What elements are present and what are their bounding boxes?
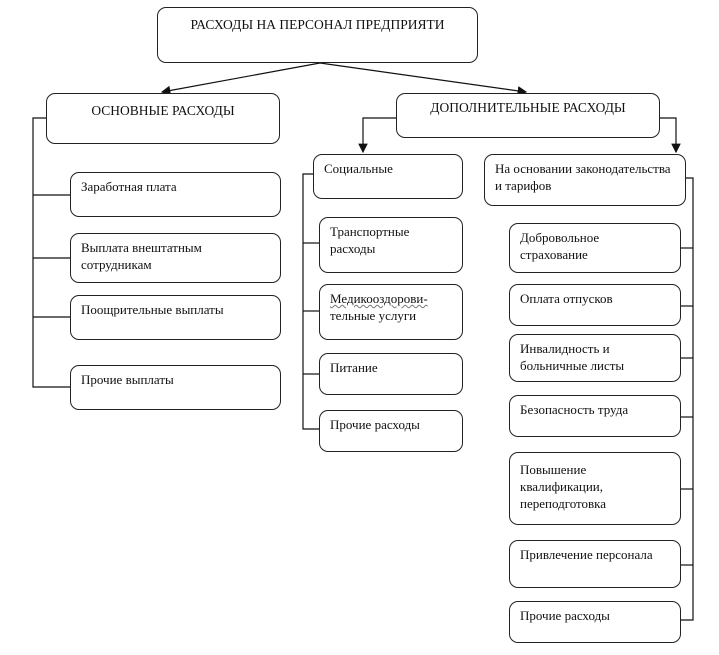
social-item-line: тельные услуги [330,308,417,323]
social-item: Медикооздорови-тельные услуги [319,284,463,340]
additional-expenses-node: ДОПОЛНИТЕЛЬНЫЕ РАСХОДЫ [396,93,660,138]
basic-item: Заработная плата [70,172,281,217]
social-item: Питание [319,353,463,395]
legal-item: Повышение квалификации, переподготовка [509,452,681,525]
legal-item: Оплата отпусков [509,284,681,326]
legal-item: Инвалидность и больничные листы [509,334,681,382]
social-item-line: Медикооздорови- [330,291,428,306]
legal-item: Прочие расходы [509,601,681,643]
legal-item: Добровольное страхование [509,223,681,273]
legal-item: Привлечение персонала [509,540,681,588]
root-node: РАСХОДЫ НА ПЕРСОНАЛ ПРЕДПРИЯТИ [157,7,478,63]
basic-item: Прочие выплаты [70,365,281,410]
basic-item: Поощрительные выплаты [70,295,281,340]
basic-expenses-node: ОСНОВНЫЕ РАСХОДЫ [46,93,280,144]
legal-item: Безопасность труда [509,395,681,437]
social-item: Транспортные расходы [319,217,463,273]
basic-item: Выплата внештатным сотрудникам [70,233,281,283]
social-item: Прочие расходы [319,410,463,452]
social-node: Социальные [313,154,463,199]
legal-node: На основании законодательства и тарифов [484,154,686,206]
